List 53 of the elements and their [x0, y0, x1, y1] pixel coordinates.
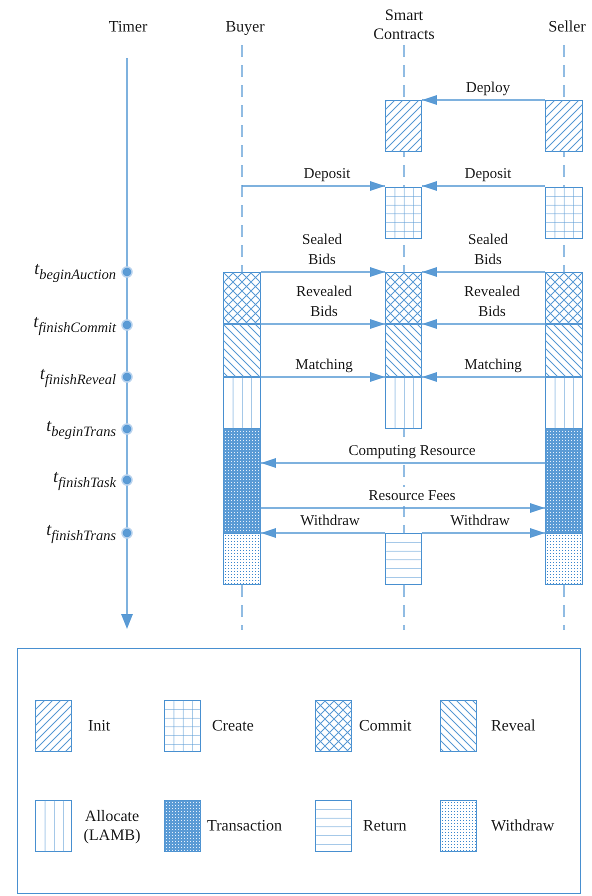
grid-box — [385, 187, 422, 239]
legend-label: Init — [88, 716, 110, 736]
time-label: t$_{finishReveal}$ — [40, 363, 116, 390]
edge-label: Matching — [464, 356, 522, 375]
crosshatched-box — [223, 272, 261, 324]
legend-label: Transaction — [207, 816, 282, 836]
arrow — [261, 458, 545, 468]
time-label: t$_{finishTrans}$ — [46, 519, 116, 546]
edge-label: Resource Fees — [368, 486, 456, 506]
arrow — [422, 372, 545, 382]
arrow — [422, 181, 545, 191]
crosshatched-box — [545, 272, 583, 324]
legend-label: Allocate (LAMB) — [82, 806, 142, 846]
time-label: t$_{finishTask}$ — [53, 466, 116, 492]
vertical-striped-box — [385, 377, 422, 429]
lane-header: Timer — [108, 17, 148, 37]
legend-label: Create — [212, 716, 254, 736]
arrow — [261, 267, 385, 277]
arrow — [261, 372, 385, 382]
time-label: t$_{finishCommit}$ — [33, 311, 116, 338]
lane-header: Seller — [548, 17, 586, 37]
dotted-box — [223, 429, 261, 533]
diagonal-hatched-box — [545, 324, 583, 377]
dotted-box — [545, 533, 583, 585]
diagonal-hatched-box — [385, 324, 422, 377]
lane-header: Buyer — [225, 17, 265, 37]
arrow — [261, 503, 545, 513]
arrow — [422, 528, 545, 538]
arrow — [422, 95, 545, 105]
crosshatched-box — [385, 272, 422, 324]
edge-label: Deploy — [466, 78, 510, 98]
arrow — [261, 319, 385, 329]
arrow — [422, 267, 545, 277]
arrow — [242, 181, 385, 191]
diagonal-hatched-box — [385, 100, 422, 152]
diagonal-hatched-box — [223, 324, 261, 377]
horizontal-striped-box — [385, 533, 422, 585]
edge-label: Matching — [295, 356, 353, 375]
arrow — [261, 528, 385, 538]
diagonal-hatched-box — [545, 100, 583, 152]
arrow — [422, 319, 545, 329]
vertical-striped-box — [545, 377, 583, 429]
legend-label: Withdraw — [491, 816, 554, 836]
lane-header: Smart Contracts — [372, 6, 436, 44]
dotted-box — [223, 533, 261, 585]
vertical-striped-box — [223, 377, 261, 429]
legend-label: Return — [363, 816, 407, 836]
time-label: t$_{beginAuction}$ — [34, 258, 116, 284]
legend-label: Reveal — [491, 716, 536, 736]
legend-label: Commit — [359, 716, 412, 736]
dotted-box — [545, 429, 583, 533]
time-label: t$_{beginTrans}$ — [46, 415, 116, 442]
grid-box — [545, 187, 583, 239]
